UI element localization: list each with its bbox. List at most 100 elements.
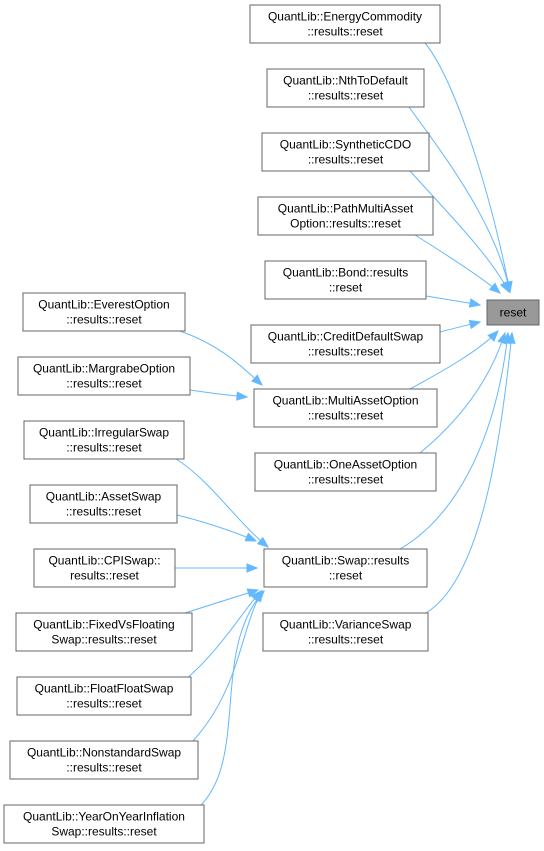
- node-cdo[interactable]: QuantLib::SyntheticCDO::results::reset: [261, 132, 430, 172]
- node-pathmulti[interactable]: QuantLib::PathMultiAssetOption::results:…: [257, 196, 434, 236]
- node-cpiswap[interactable]: QuantLib::CPISwap::results::reset: [33, 548, 176, 588]
- node-box: [261, 132, 430, 172]
- node-label-line: QuantLib::YearOnYearInflation: [23, 810, 185, 824]
- node-fixedvsfloat[interactable]: QuantLib::FixedVsFloatingSwap::results::…: [15, 612, 193, 652]
- node-label-line: ::results::reset: [66, 761, 142, 775]
- arrowhead: [256, 536, 270, 548]
- node-label-line: ::results::reset: [308, 473, 384, 487]
- node-label-line: QuantLib::EverestOption: [38, 298, 169, 312]
- node-label-line: ::results::reset: [308, 345, 384, 359]
- arrowhead: [246, 563, 259, 573]
- node-label-line: results::reset: [70, 569, 139, 583]
- edge-fixedvsfloat-to-swap: [184, 588, 260, 614]
- edge-cdo-to-reset: [409, 170, 510, 294]
- node-box: [250, 324, 441, 364]
- node-margrabe[interactable]: QuantLib::MargrabeOption::results::reset: [17, 356, 191, 396]
- node-label-line: reset: [500, 306, 527, 320]
- node-label-line: QuantLib::OneAssetOption: [274, 458, 417, 472]
- edge-pathmulti-to-reset: [414, 234, 502, 294]
- edge-line: [419, 332, 506, 454]
- node-label-line: QuantLib::Bond::results: [283, 266, 408, 280]
- edge-line: [408, 106, 511, 293]
- node-variance[interactable]: QuantLib::VarianceSwap::results::reset: [262, 612, 429, 652]
- arrowhead: [236, 391, 249, 401]
- node-label-line: QuantLib::FixedVsFloating: [33, 618, 174, 632]
- node-label-line: QuantLib::CreditDefaultSwap: [268, 330, 424, 344]
- arrowhead: [487, 330, 499, 342]
- edge-everest-to-multi: [179, 330, 263, 386]
- node-label-line: Option::results::reset: [290, 217, 401, 231]
- node-root-reset[interactable]: reset: [486, 299, 540, 326]
- edge-margrabe-to-multi: [189, 389, 249, 401]
- node-box: [263, 548, 428, 588]
- edge-cds-to-reset: [439, 319, 482, 333]
- node-box: [33, 548, 176, 588]
- node-box: [23, 420, 185, 460]
- arrowhead: [244, 532, 258, 542]
- node-box: [253, 388, 438, 428]
- arrowhead: [253, 590, 265, 602]
- node-nth[interactable]: QuantLib::NthToDefault::results::reset: [266, 68, 425, 108]
- node-box: [9, 740, 199, 780]
- node-box: [249, 4, 441, 44]
- node-label-line: QuantLib::VarianceSwap: [280, 618, 412, 632]
- edge-irregular-to-swap: [175, 458, 270, 548]
- node-cds[interactable]: QuantLib::CreditDefaultSwap::results::re…: [250, 324, 441, 364]
- edge-multi-to-reset: [409, 330, 499, 390]
- node-bond[interactable]: QuantLib::Bond::results::reset: [264, 260, 427, 300]
- node-label-line: ::results::reset: [66, 313, 142, 327]
- node-label-line: ::reset: [329, 281, 363, 295]
- node-yoy[interactable]: QuantLib::YearOnYearInflationSwap::resul…: [3, 804, 205, 844]
- edge-swap-to-reset: [399, 331, 512, 550]
- node-irregular[interactable]: QuantLib::IrregularSwap::results::reset: [23, 420, 185, 460]
- node-floatfloat[interactable]: QuantLib::FloatFloatSwap::results::reset: [16, 676, 192, 716]
- node-oneasset[interactable]: QuantLib::OneAssetOption::results::reset: [254, 452, 437, 492]
- node-label-line: ::results::reset: [66, 697, 142, 711]
- edge-line: [184, 589, 259, 614]
- node-label-line: ::results::reset: [308, 633, 384, 647]
- node-box: [17, 356, 191, 396]
- node-nonstandard[interactable]: QuantLib::NonstandardSwap::results::rese…: [9, 740, 199, 780]
- edge-assetswap-to-swap: [176, 514, 258, 542]
- edge-yoy-to-swap: [197, 590, 265, 809]
- node-label-line: ::results::reset: [308, 153, 384, 167]
- node-box: [486, 299, 540, 326]
- arrowhead: [506, 331, 516, 344]
- edges-layer: [175, 42, 516, 809]
- edge-line: [175, 458, 269, 548]
- edge-line: [399, 332, 509, 550]
- node-everest[interactable]: QuantLib::EverestOption::results::reset: [22, 292, 186, 332]
- node-label-line: Swap::results::reset: [51, 825, 157, 839]
- edge-line: [409, 170, 510, 293]
- node-label-line: ::results::reset: [307, 25, 383, 39]
- node-label-line: QuantLib::MargrabeOption: [33, 362, 175, 376]
- node-label-line: QuantLib::NthToDefault: [283, 74, 408, 88]
- node-box: [16, 676, 192, 716]
- node-multi[interactable]: QuantLib::MultiAssetOption::results::res…: [253, 388, 438, 428]
- node-label-line: ::results::reset: [66, 441, 142, 455]
- node-assetswap[interactable]: QuantLib::AssetSwap::results::reset: [29, 484, 178, 524]
- node-box: [264, 260, 427, 300]
- node-swap[interactable]: QuantLib::Swap::results::reset: [263, 548, 428, 588]
- arrowhead: [246, 588, 260, 598]
- node-energy[interactable]: QuantLib::EnergyCommodity::results::rese…: [249, 4, 441, 44]
- node-label-line: QuantLib::IrregularSwap: [39, 426, 169, 440]
- edge-line: [414, 234, 501, 294]
- node-box: [266, 68, 425, 108]
- edge-line: [197, 590, 265, 809]
- node-box: [262, 612, 429, 652]
- node-label-line: QuantLib::FloatFloatSwap: [35, 682, 174, 696]
- arrowhead: [468, 298, 482, 308]
- arrowhead: [499, 280, 510, 294]
- node-label-line: QuantLib::MultiAssetOption: [272, 394, 418, 408]
- arrowhead: [251, 374, 263, 386]
- node-box: [22, 292, 186, 332]
- arrowhead: [488, 282, 502, 294]
- node-label-line: QuantLib::PathMultiAsset: [278, 202, 414, 216]
- arrowhead: [468, 319, 482, 330]
- node-label-line: Swap::results::reset: [51, 633, 157, 647]
- node-label-line: QuantLib::Swap::results: [282, 554, 409, 568]
- node-label-line: QuantLib::EnergyCommodity: [268, 10, 422, 24]
- nodes-layer: reset QuantLib::EnergyCommodity::results:…: [3, 4, 540, 844]
- node-label-line: ::results::reset: [66, 377, 142, 391]
